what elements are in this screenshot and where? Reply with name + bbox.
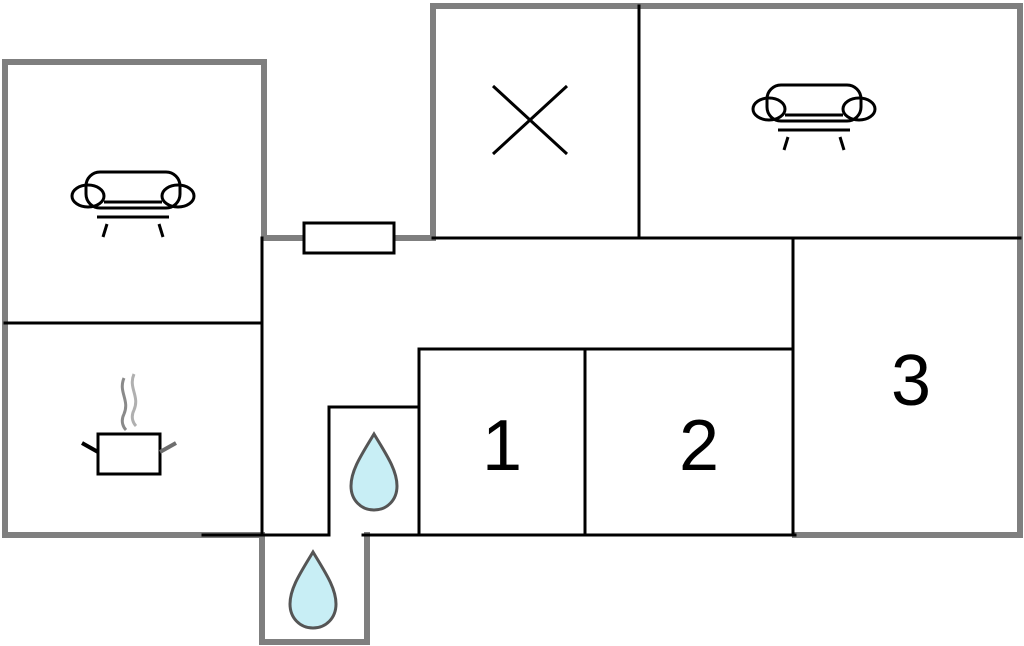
sofa-icon: [70, 170, 196, 238]
outer-walls: [2, 3, 1023, 645]
cross-icon: [491, 84, 569, 156]
door-icon: [302, 221, 396, 255]
cooking-pot-icon: [81, 373, 177, 476]
room-label-3: 3: [891, 341, 931, 421]
sofa-icon: [751, 83, 877, 151]
room-label-2: 2: [679, 406, 719, 486]
room-label-1: 1: [482, 406, 522, 486]
water-drop-icon: [288, 549, 338, 630]
water-drop-icon: [349, 431, 399, 512]
inner-walls: [3, 4, 1022, 537]
